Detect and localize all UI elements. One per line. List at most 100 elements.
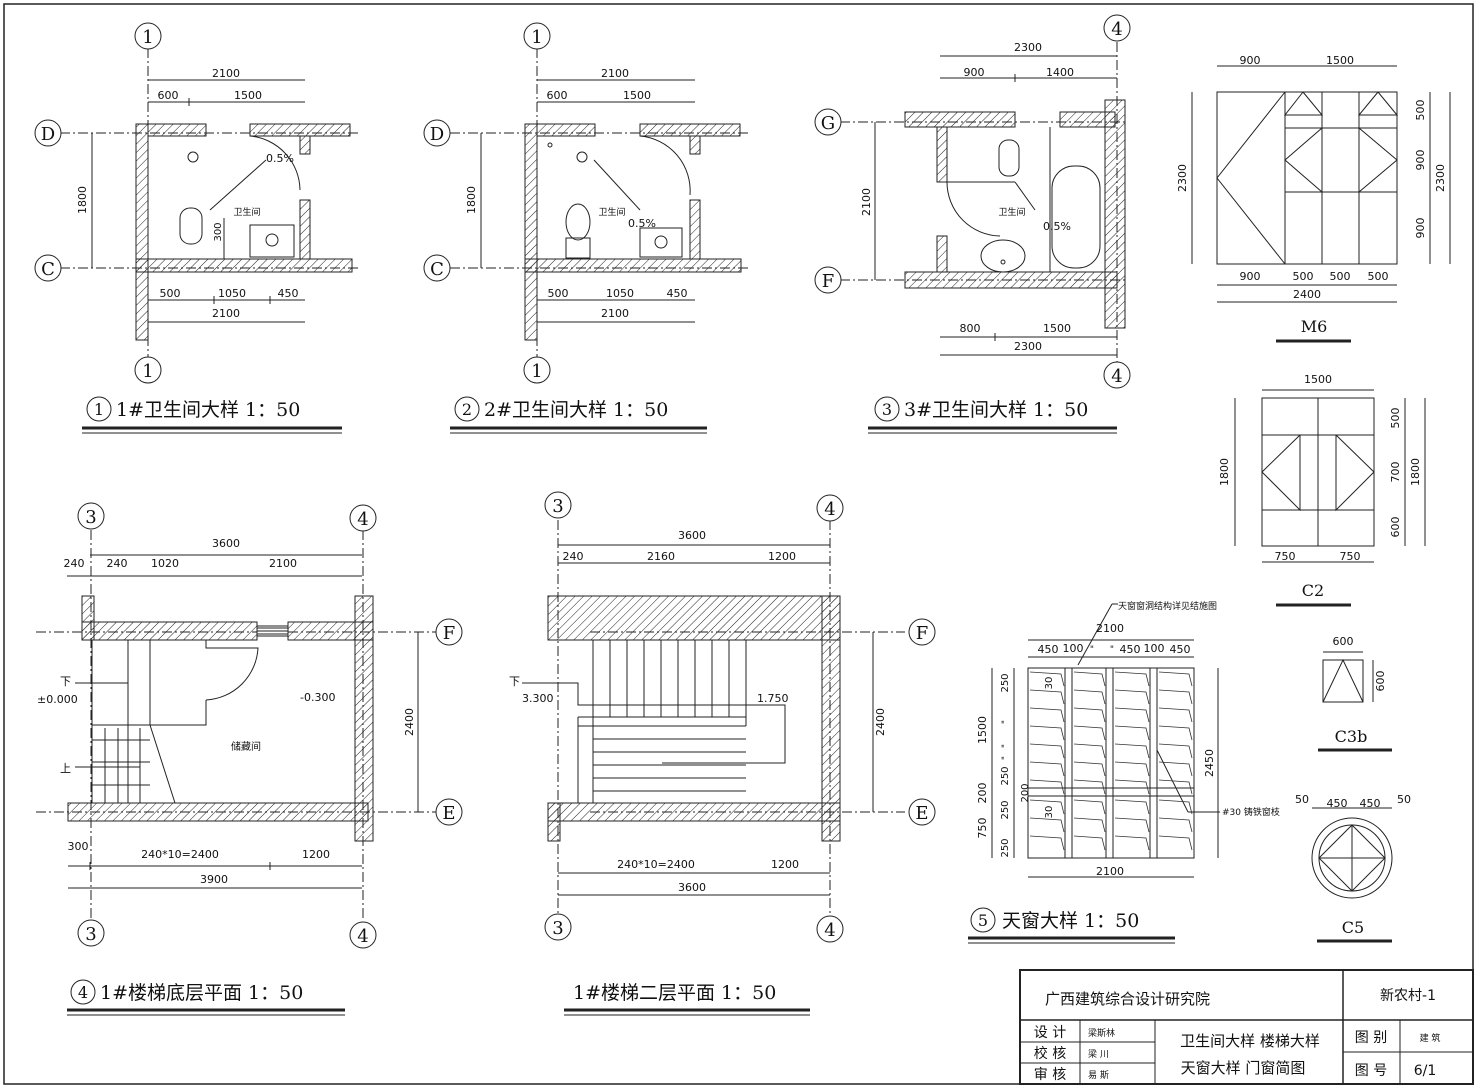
bath1-plan [60,48,360,360]
bath2-slope: 0.5% [628,217,656,230]
bath1-grid-c [34,254,62,282]
stair1-dim-bot-c: 1200 [302,848,330,861]
skylight-dim-inner-c: " [1001,744,1011,748]
c2-dim-right-total: 1800 [1409,458,1422,486]
m6-dim-left: 2300 [1176,164,1189,192]
stair2-dim-top-a: 240 [563,550,584,563]
skylight-dim-inner-e: 250 [1000,766,1011,785]
stair1-grid-4-bottom-label: 4 [357,926,368,947]
c3b-dim-right: 600 [1374,671,1387,692]
stair1-title: 1#楼梯底层平面 1：50 [100,982,303,1004]
title-block-review-label: 审 核 [1034,1067,1066,1083]
stair1-up-label: 上 [60,762,71,775]
bath1-room-label: 卫生间 [233,206,260,218]
c5-dim-b: 450 [1327,797,1348,810]
bath1-title-number: 1 [94,400,104,419]
skylight-dim-inner-a: 250 [1000,673,1011,692]
bath3-grid-f [814,266,842,294]
bath2-dim-top-a: 600 [547,89,568,102]
bath2-dim-top-total: 2100 [601,67,629,80]
bath1-slope: 0.5% [266,152,294,165]
skylight-bar [1114,779,1150,795]
stair1-grid-f [435,618,463,646]
skylight-bar [1073,799,1106,815]
bath1-dim-inner: 300 [213,222,224,241]
bath3-plan [840,42,1126,365]
m6-dim-top-b: 1500 [1326,54,1354,67]
m6-dim-top-a: 900 [1240,54,1261,67]
bath3-grid-f-label: F [822,271,835,292]
skylight-bar [1029,817,1065,833]
skylight-bar [1114,817,1150,833]
m6-dim-bot-d: 500 [1368,270,1389,283]
stair2-dim-bot-b: 1200 [771,858,799,871]
stair2-dim-top-c: 1200 [768,550,796,563]
bath1-grid-d [34,119,62,147]
skylight-bar [1073,779,1106,795]
skylight-dim-inner-g: 250 [1000,800,1011,819]
skylight-dim-left-a: 1500 [976,716,989,744]
bath3-grid-top [1103,14,1131,42]
stair1-dim-bot-a: 300 [68,840,89,853]
skylight-bar [1029,761,1065,777]
skylight-bar [1029,707,1065,723]
bath3-room-label: 卫生间 [998,206,1025,218]
stair1-dim-bot-total: 3900 [200,873,228,886]
title-block-project: 新农村-1 [1380,988,1436,1004]
title-block-design-signature: 梁斯林 [1088,1027,1115,1039]
skylight-bar [1158,743,1193,759]
stair2-grid-3-top-label: 3 [552,496,563,517]
skylight-dim-inner-b: " [1001,720,1011,724]
skylight-bar [1114,689,1150,705]
skylight-bar [1029,835,1065,851]
stair1-room-label: 储藏间 [231,740,261,753]
bath1-grid-bottom [134,356,162,384]
skylight-title-circle [970,907,996,933]
bath2-dim-side: 1800 [465,186,478,214]
skylight-dim-top-a: 450 [1038,643,1059,656]
stair1-grid-e-label: E [442,803,455,824]
m6-dim-right-c: 900 [1414,218,1427,239]
bath2-dim-bot-total: 2100 [601,307,629,320]
bath3-dim-bot-b: 1500 [1043,322,1071,335]
skylight-dim-inner-d: " [1001,756,1011,760]
title-block-number-label: 图 号 [1355,1063,1387,1079]
bath1-grid-top [134,22,162,50]
stair2-level-a: 3.300 [522,692,554,705]
stair2-dim-top-total: 3600 [678,529,706,542]
skylight-bar [1073,671,1106,687]
bath3-title-circle [874,396,900,422]
m6-dim-right-b: 900 [1414,150,1427,171]
m6-dim-bot-total: 2400 [1293,288,1321,301]
bath1-grid-bottom-label: 1 [142,361,153,382]
m6-label: M6 [1301,317,1328,336]
bath3-dim-bot-a: 800 [960,322,981,335]
title-block-check-signature: 梁 川 [1088,1048,1109,1060]
stair1-title-number: 4 [78,983,88,1002]
skylight-bar [1029,799,1065,815]
title-block-review-signature: 易 斯 [1088,1069,1109,1081]
bath3-title-number: 3 [882,400,892,419]
sheet-border [3,3,1474,1085]
title-block-category-label: 图 别 [1355,1030,1387,1046]
skylight-mark-30-bottom: 30 [1044,806,1055,819]
skylight-mark-30-top: 30 [1044,677,1055,690]
m6-dim-right-total: 2300 [1434,164,1447,192]
bath2-dim-top-b: 1500 [623,89,651,102]
title-block-category-value: 建 筑 [1420,1032,1441,1044]
skylight-bar [1114,835,1150,851]
bath2-grid-c [423,254,451,282]
c5-window-elevation [1311,807,1393,899]
stair1-grid-f-label: F [443,623,456,644]
skylight-bar [1158,799,1193,815]
bath1-title: 1#卫生间大样 1：50 [116,399,300,421]
skylight-bar [1073,689,1106,705]
stair1-grid-3-bottom [77,919,105,947]
skylight-dim-right: 2450 [1203,749,1216,777]
bath2-title-circle [454,396,480,422]
bath1-dim-top-b: 1500 [234,89,262,102]
stair1-grid-4-top-label: 4 [357,509,368,530]
c2-dim-left: 1800 [1218,458,1231,486]
skylight-bar [1114,761,1150,777]
stair2-grid-3-top [544,491,572,519]
